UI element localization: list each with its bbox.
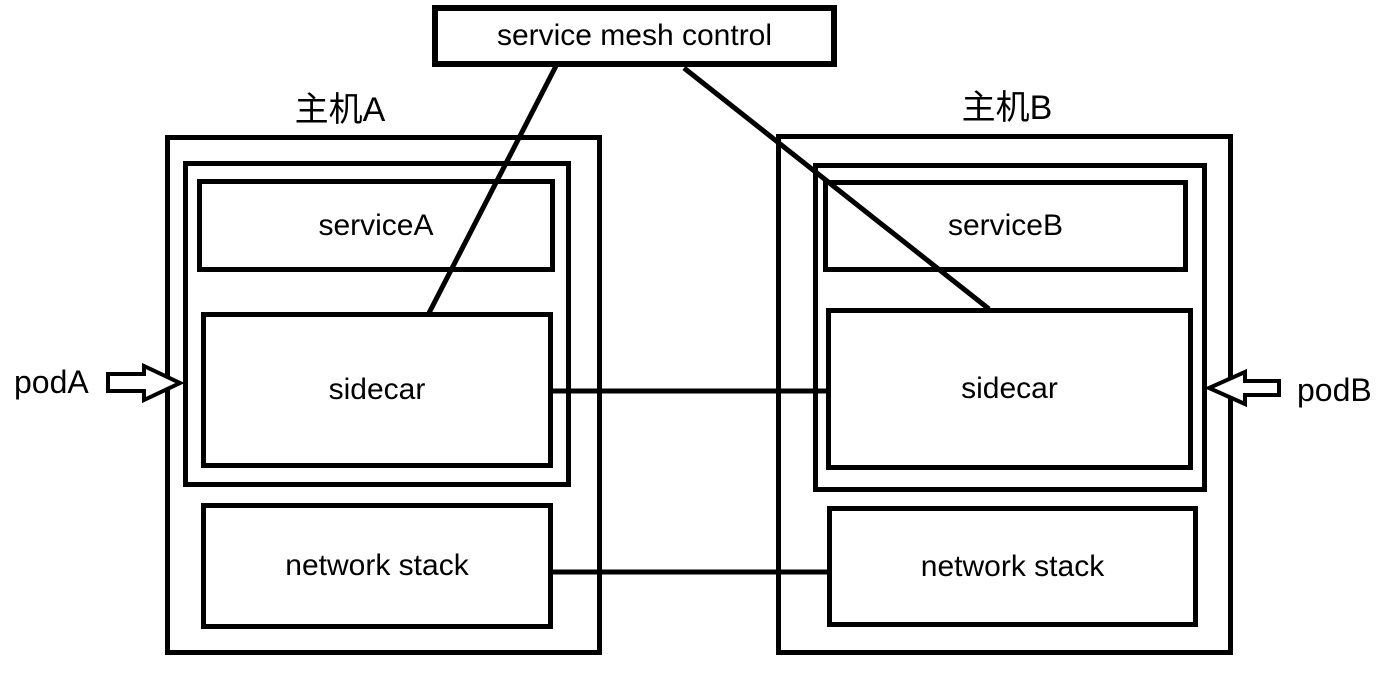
network-stack-a-label: network stack xyxy=(285,549,469,582)
host-a-pod-box xyxy=(183,161,571,487)
host-b-title: 主机B xyxy=(961,89,1053,127)
sidecar-a-label: sidecar xyxy=(328,373,426,406)
sidecar-a-box: sidecar xyxy=(201,312,553,468)
pod-b-label: podB xyxy=(1297,372,1372,408)
sidecar-b-box: sidecar xyxy=(826,308,1193,470)
sidecar-b-label: sidecar xyxy=(961,372,1058,405)
network-stack-b-box: network stack xyxy=(827,506,1198,627)
service-a-box: serviceA xyxy=(197,179,555,272)
host-b-pod-box xyxy=(813,163,1207,492)
host-a-title: 主机A xyxy=(294,91,386,129)
network-stack-b-label: network stack xyxy=(920,549,1105,583)
network-stack-a-box: network stack xyxy=(201,503,553,629)
service-b-label: serviceB xyxy=(947,209,1064,242)
service-mesh-control-box: service mesh control xyxy=(432,5,837,67)
service-a-label: serviceA xyxy=(318,208,434,242)
pod-a-label: podA xyxy=(14,364,89,400)
service-mesh-control-label: service mesh control xyxy=(496,19,773,52)
service-b-box: serviceB xyxy=(823,180,1188,272)
